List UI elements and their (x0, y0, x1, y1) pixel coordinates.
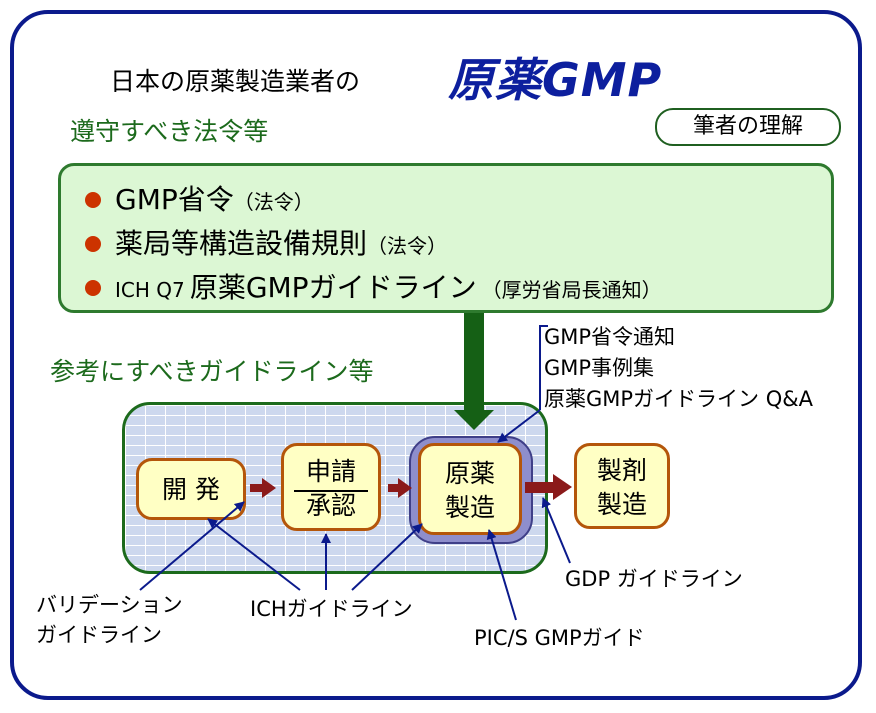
law-note: （法令） (367, 234, 448, 258)
reference-heading: 参考にすべきガイドライン等 (50, 357, 374, 386)
law-name: 原薬GMPガイドライン (189, 271, 477, 304)
law-box: GMP省令（法令） 薬局等構造設備規則（法令） ICH Q7 原薬GMPガイドラ… (58, 163, 834, 313)
law-note: （厚労省局長通知） (481, 278, 662, 302)
process-arrow-icon (250, 478, 276, 498)
page-title: 日本の原薬製造業者の (110, 67, 361, 96)
ich-label: ICHガイドライン (250, 597, 413, 621)
fraction-line (294, 490, 368, 492)
bullet-icon (85, 192, 101, 208)
development-label: 開 発 (162, 475, 220, 504)
pics-label: PIC/S GMPガイド (474, 626, 645, 650)
notice-bracket (539, 325, 548, 410)
leader-lines (139, 409, 571, 621)
validation-label: バリデーション ガイドライン (36, 590, 183, 650)
law-name: GMP省令 (115, 183, 234, 216)
gdp-label: GDP ガイドライン (565, 567, 743, 591)
bullet-icon (85, 236, 101, 252)
drug-box: 製剤 製造 (574, 443, 670, 529)
mandatory-heading: 遵守すべき法令等 (70, 117, 269, 146)
api-label-1: 原薬 (444, 459, 495, 488)
law-prefix: ICH Q7 (115, 278, 185, 302)
validation-line-2: ガイドライン (36, 623, 162, 647)
development-box: 開 発 (136, 458, 246, 520)
notice-item: GMP事例集 (544, 356, 655, 380)
outer-frame (10, 10, 862, 700)
notice-list: GMP省令通知 GMP事例集 原薬GMPガイドライン Q&A (544, 322, 813, 415)
api-label-2: 製造 (444, 493, 495, 522)
down-arrow-icon (454, 313, 494, 430)
process-arrow-icon (388, 478, 412, 498)
drug-label-2: 製造 (596, 490, 647, 519)
process-arrow-icon (525, 474, 572, 500)
approval-label-1: 申請 (305, 457, 356, 486)
notice-item: GMP省令通知 (544, 325, 676, 349)
bullet-icon (85, 280, 101, 296)
notice-item: 原薬GMPガイドライン Q&A (544, 387, 814, 411)
law-note: （法令） (233, 190, 314, 214)
title-logo: 原薬GMP (448, 53, 663, 107)
law-name: 薬局等構造設備規則 (115, 227, 368, 260)
validation-line-1: バリデーション (36, 593, 183, 617)
drug-label-1: 製剤 (596, 456, 647, 485)
approval-label-2: 承認 (305, 491, 356, 520)
approval-box: 申請 承認 (281, 443, 381, 531)
author-badge: 筆者の理解 (655, 108, 841, 146)
api-box: 原薬 製造 (418, 443, 522, 535)
